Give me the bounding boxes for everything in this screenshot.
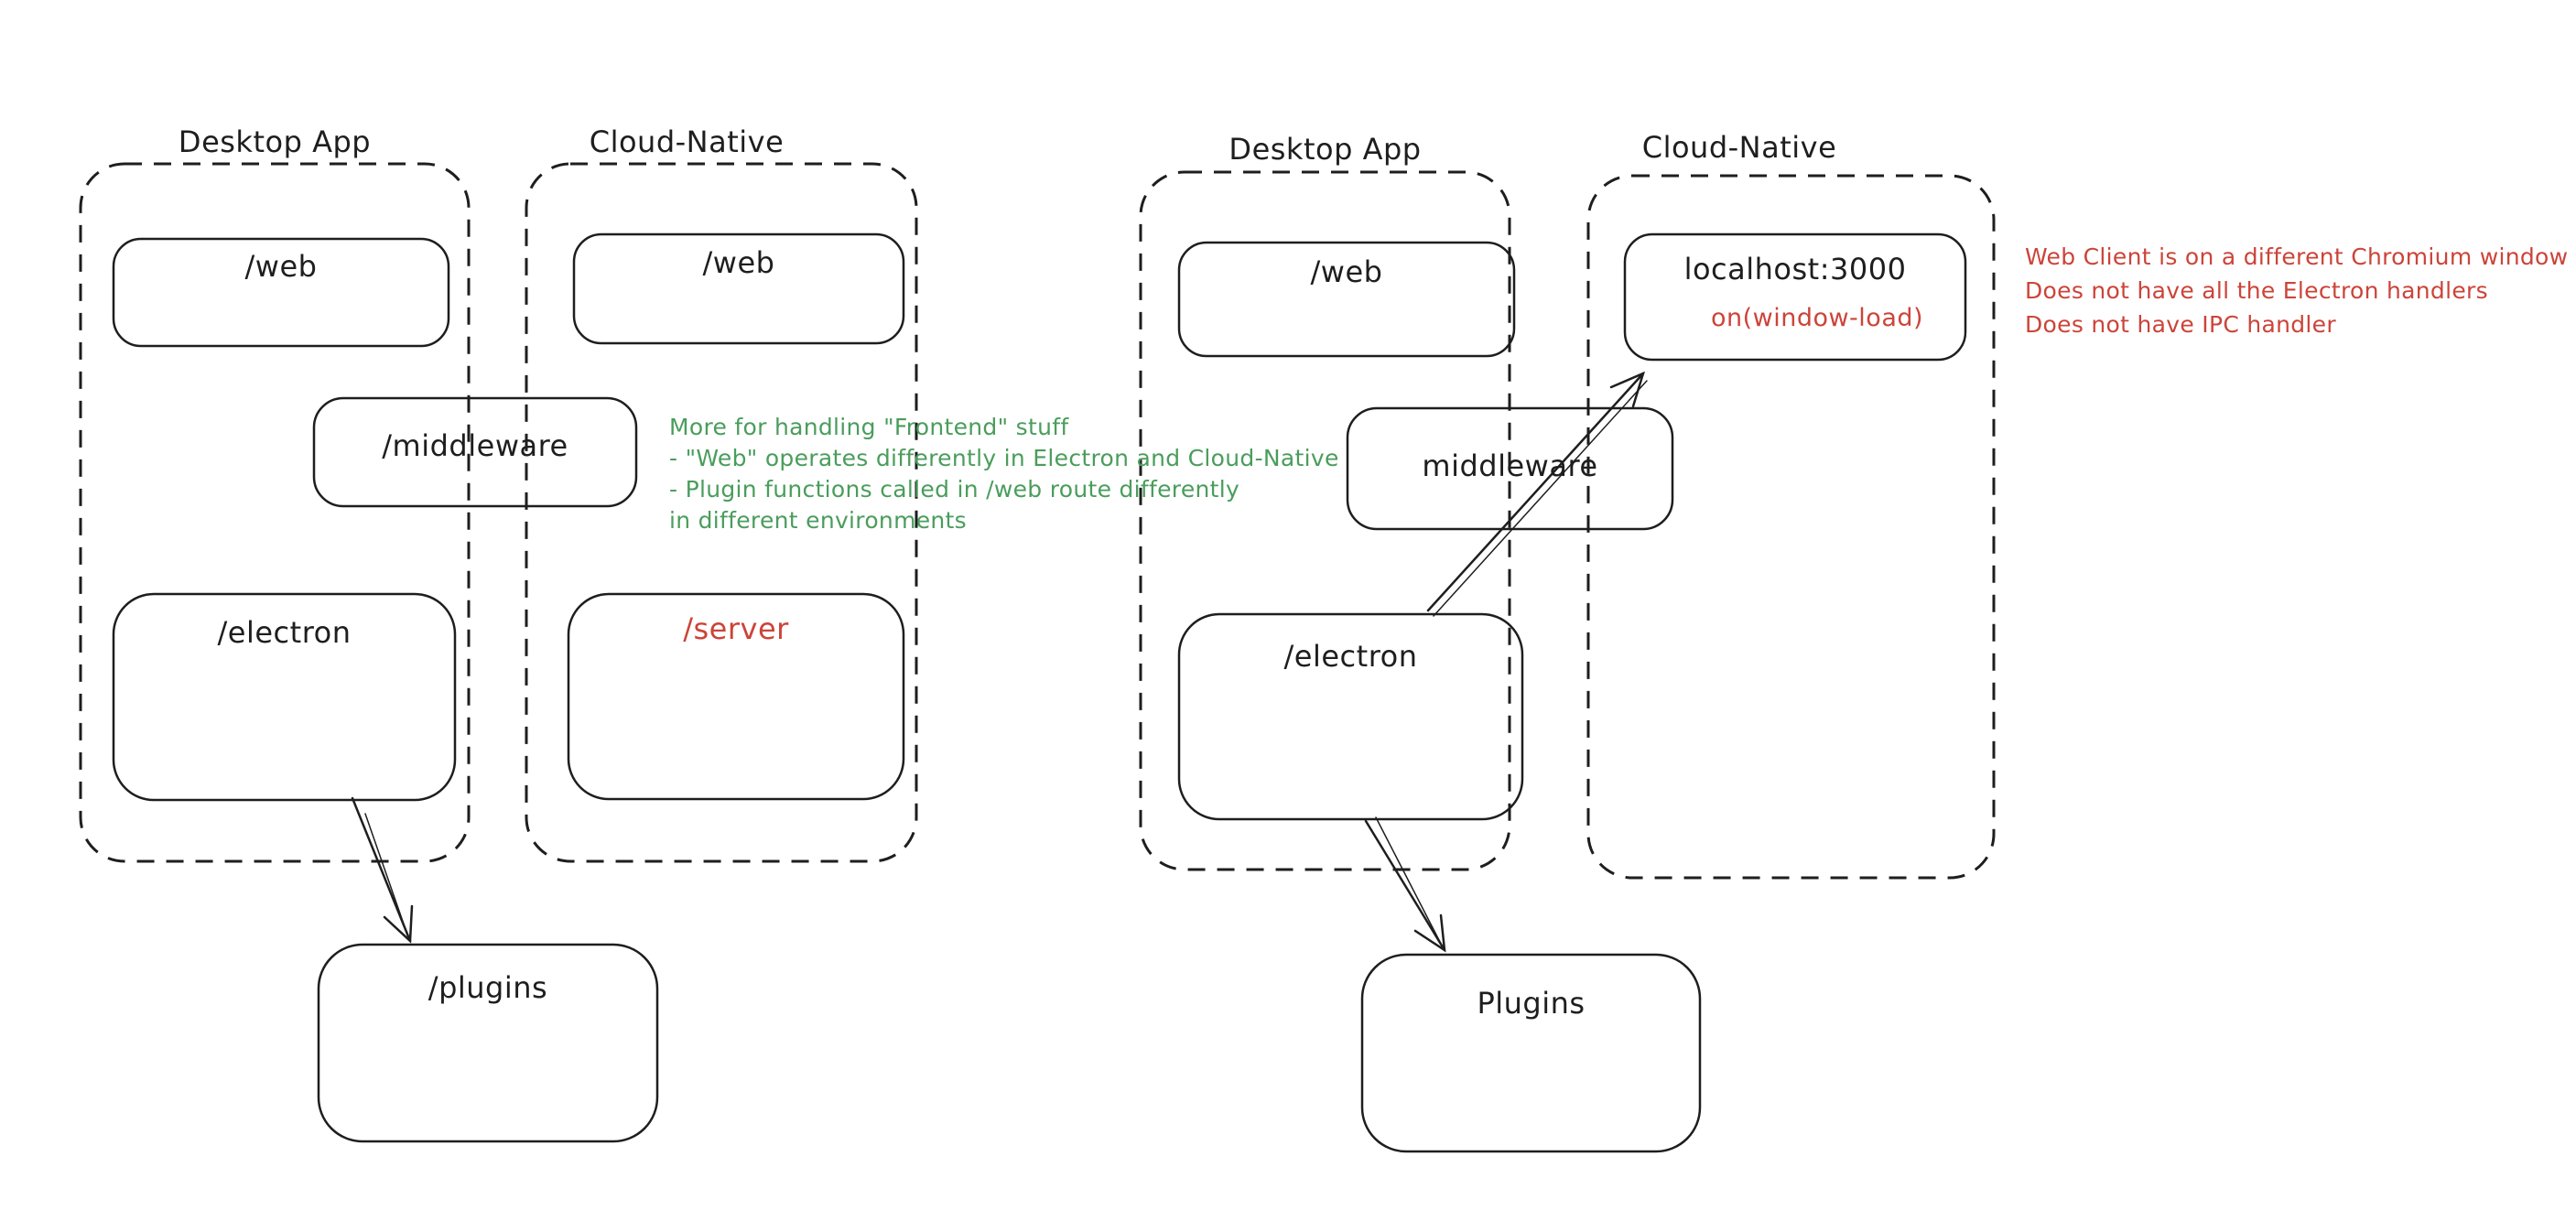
left-cloud-native-title: Cloud-Native (589, 124, 785, 159)
right-electron-box (1177, 612, 1524, 821)
left-server-box (567, 592, 905, 801)
right-middleware-box (1346, 406, 1674, 531)
left-plugins-label: /plugins (428, 970, 548, 1005)
right-localhost-label: localhost:3000 (1683, 252, 1907, 286)
green-annotation-note: More for handling "Frontend" stuff - "We… (669, 412, 1339, 536)
left-cloud-native-container (525, 162, 918, 863)
red-note-line: Web Client is on a different Chromium wi… (2025, 243, 2569, 270)
arrow-right-electron-to-localhost (1426, 371, 1648, 617)
left-server-label: /server (683, 611, 789, 646)
red-note-line: Does not have all the Electron handlers (2025, 277, 2488, 304)
left-web-cloud-label: /web (702, 245, 775, 280)
left-web-desktop-label: /web (244, 249, 318, 284)
left-electron-box (112, 592, 457, 802)
right-desktop-app-title: Desktop App (1228, 132, 1422, 167)
left-desktop-app-title: Desktop App (178, 124, 372, 159)
right-cloud-native-container (1586, 174, 1996, 880)
red-note-line: Does not have IPC handler (2025, 311, 2336, 338)
green-note-line: in different environments (669, 507, 967, 534)
right-plugins-box (1360, 953, 1702, 1153)
right-localhost-box (1623, 232, 1967, 362)
arrow-right-electron-to-plugins (1364, 816, 1446, 953)
left-desktop-app-container (79, 162, 471, 863)
right-middleware-label: middleware (1422, 448, 1598, 483)
left-middleware-label: /middleware (382, 428, 568, 463)
green-note-line: - Plugin functions called in /web route … (669, 476, 1240, 503)
right-plugins-label: Plugins (1477, 986, 1586, 1021)
right-on-window-load-label: on(window-load) (1710, 304, 1924, 332)
arrow-left-electron-to-plugins (351, 796, 414, 944)
right-cloud-native-title: Cloud-Native (1641, 130, 1837, 165)
right-web-box (1177, 241, 1516, 358)
green-note-line: More for handling "Frontend" stuff (669, 414, 1069, 440)
left-web-desktop-box (112, 237, 450, 348)
red-annotation-note: Web Client is on a different Chromium wi… (2025, 240, 2568, 341)
right-web-label: /web (1310, 254, 1383, 289)
left-middleware-box (312, 396, 638, 508)
right-electron-label: /electron (1283, 639, 1418, 674)
left-web-cloud-box (572, 232, 905, 345)
left-electron-label: /electron (217, 615, 352, 650)
left-plugins-box (317, 943, 659, 1143)
green-note-line: - "Web" operates differently in Electron… (669, 445, 1339, 471)
